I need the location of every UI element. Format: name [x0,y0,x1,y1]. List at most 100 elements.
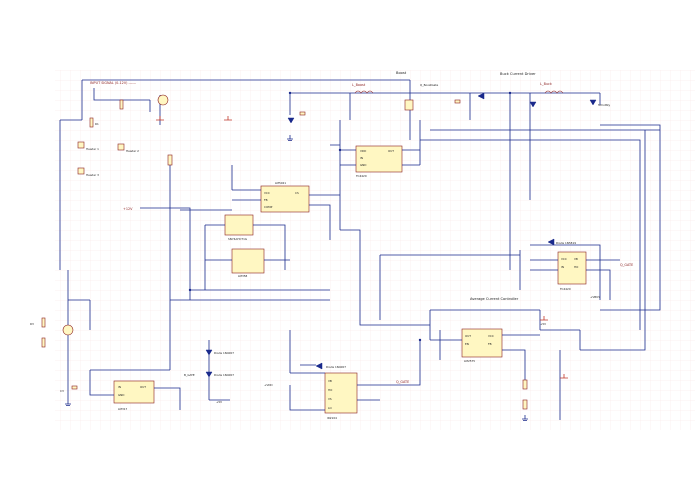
ic-regulator[interactable] [113,380,155,404]
diode-d1[interactable] [287,117,295,124]
pin-fb-label: FB [264,198,268,202]
ic-gate-driver[interactable] [355,145,403,173]
diode-column: Diode 1N4007 Diode 1N4007 +5V B_GATE [184,340,234,404]
r1-label: R1 [95,122,99,126]
power-symbol-4 [560,374,568,379]
power-symbol-1 [156,116,164,121]
pin-vcc-drv: VCC [561,257,567,261]
right-wiring [188,91,661,420]
ic-regulator-label: LM317 [118,407,128,411]
diode-d3[interactable] [529,101,537,108]
pin-cs-label: CS [295,191,299,195]
buck-section: Buck Current Driver L_Buck Schottky [500,72,661,300]
resistor-r6[interactable] [522,379,528,390]
pin-vb-label: VB [328,379,332,383]
ic-right-driver-label: TC4420 [355,174,367,178]
q-boost-gate-net: Q_BoostGate [420,83,438,87]
ground-symbol-3 [522,415,528,421]
pin-vdd-label: VDD [360,149,366,153]
diode-d4-label: Diode 1N4007 [214,351,234,355]
header2-label: Header 2 [126,149,139,153]
header-3[interactable] [77,167,85,175]
grid-background [55,70,695,430]
ic-controller[interactable] [260,185,310,213]
capacitor-c3[interactable] [71,385,78,390]
resistor-r5[interactable] [167,154,173,166]
c3-label: C3 [60,389,64,393]
v12-net: +12V [123,207,133,211]
boost-section: Boost L_Boost Q_BoostGate [287,71,601,140]
header3-label: Header 3 [86,173,99,177]
q-gate-net: Q_GATE [396,380,409,384]
diode-d1-label: Diode 1N4007 [214,373,234,377]
transistor-q1[interactable] [157,94,169,106]
pin-vb-drv: VB [574,257,578,261]
ic-avg-label: LM2575 [464,359,475,363]
diode-d3-label: Diode 1N5819 [556,241,576,245]
inductor-buck[interactable] [544,90,564,94]
v5b-net: +5V [540,322,546,326]
resistor-r2[interactable] [119,99,124,110]
ic-buck-driver[interactable] [557,251,587,285]
pin-gnd-label: GND [360,163,366,167]
buck-driver-label: Buck Current Driver [500,72,536,76]
pin-vcc-label: VCC [264,191,270,195]
mosfet-q2[interactable] [404,99,414,111]
input-section: INPUT SIGNAL (0-12V) ------ R1 [59,79,411,270]
pin-gnd-reg: GND [118,393,124,397]
pin-out-reg: OUT [140,385,146,389]
avg-current-label: Average Current Controller [470,297,519,301]
vdd-net: +VDD [264,383,273,387]
ic-mux[interactable] [224,214,254,236]
power-symbols [65,116,568,421]
resistor-r7[interactable] [522,399,528,410]
transistor-q3[interactable] [62,324,74,336]
diode-d5[interactable] [589,99,597,106]
r3-label: R3 [30,322,34,326]
header1-label: Header 1 [86,147,99,151]
resistor-r4[interactable] [41,337,46,348]
ic-mux-label: SN74AHCT1G [228,237,247,241]
pin-en-avg: EN [465,342,469,346]
diode-d2-label: Diode 1N4007 [326,365,346,369]
q-gate-b-net: Q_GATE [620,263,633,267]
input-signal-label: INPUT SIGNAL (0-12V) ------ [90,81,137,85]
v5-net: +5V [216,400,222,404]
ic-opamp[interactable] [231,248,265,274]
header-2[interactable] [117,143,125,151]
capacitor-c2[interactable] [454,99,461,104]
regulator-block: IN GND OUT LM317 C3 [60,369,181,411]
inductor-boost[interactable] [354,90,374,94]
right-driver-block: Diode 1N5819 VCC IN VB HO TC4420 Q_GATE … [379,238,633,320]
resistor-r3[interactable] [41,317,46,328]
ic-controller-label: LM5021 [275,181,286,185]
ic-opamp-label: LM358 [238,274,248,278]
pin-fb-avg: FB [488,342,492,346]
pin-out-avg: OUT [465,334,471,338]
diode-d3b[interactable] [547,238,555,246]
diode-d2b[interactable] [315,362,323,370]
ic-avg-controller[interactable] [461,328,503,358]
pin-lo-label: LO [328,406,332,410]
vbus-net: +VBUS [590,295,600,299]
power-symbol-3 [540,316,548,321]
ic-buck-label: TC4420 [559,287,571,291]
pin-comp-label: COMP [264,205,273,209]
power-symbol-2 [224,116,232,121]
ic-half-bridge[interactable] [324,372,358,414]
pin-vs-label: VS [328,397,332,401]
header-1[interactable] [77,141,85,149]
controller-block: LM5021 VCC FB COMP CS [180,165,340,240]
diode-d2[interactable] [477,92,485,100]
b-gate-net: B_GATE [184,373,195,377]
gate-driver-block: VDD IN GND OUT TC4420 [330,120,421,230]
l-boost-net: L_Boost [352,83,366,87]
resistor-r1[interactable] [89,117,94,128]
pin-out-label: OUT [388,149,394,153]
capacitor-c1[interactable] [299,111,306,116]
pin-ho-drv: HO [574,265,579,269]
pin-vcc-avg: VCC [488,334,494,338]
l-buck-net: L_Buck [540,82,552,86]
pin-in-reg: IN [118,385,121,389]
